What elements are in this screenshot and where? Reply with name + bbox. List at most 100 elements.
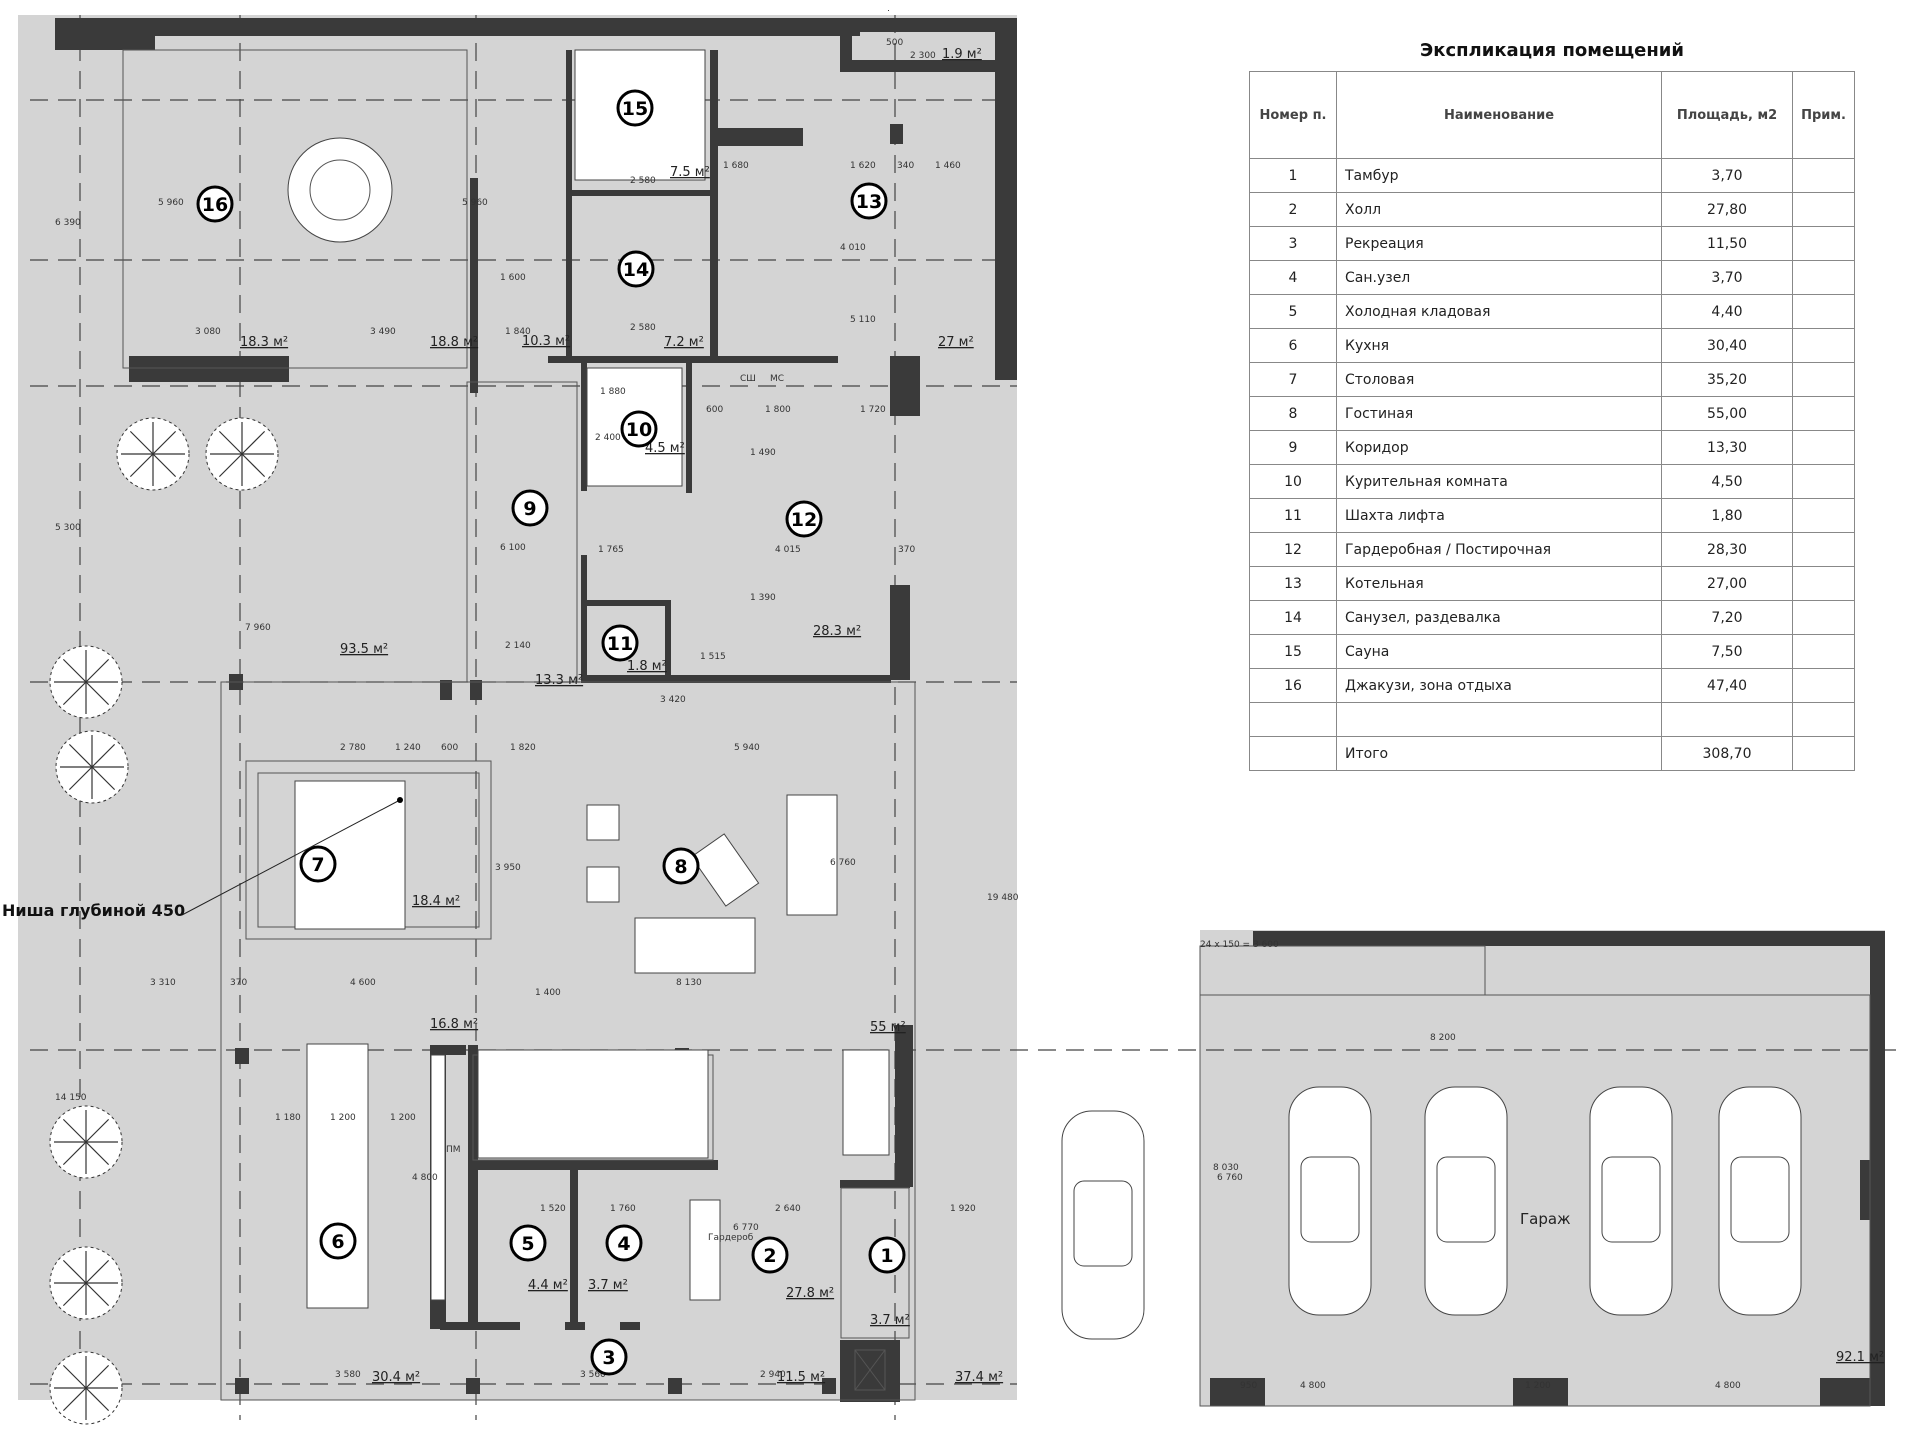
tree-icon [49,1105,123,1179]
car-roof [1436,1156,1496,1243]
dimension-label: ПМ [446,1145,461,1155]
dimension-label: 6 760 [1217,1173,1243,1183]
tree-icon [116,417,190,491]
row-name: Шахта лифта [1336,498,1662,533]
area-label: 11.5 м² [777,1370,825,1385]
room-marker: 3 [590,1338,628,1376]
row-name: Курительная комната [1336,464,1662,499]
dimension-label: 5 940 [734,743,760,753]
row-name: Коридор [1336,430,1662,465]
row-area: 4,40 [1661,294,1793,329]
dimension-label: 1 200 [1525,1381,1551,1391]
area-label: 37.4 м² [955,1370,1003,1385]
row-area: 7,50 [1661,634,1793,669]
area-label: 13.3 м² [535,673,583,688]
dimension-label: 4 800 [1300,1381,1326,1391]
niche-label: Ниша глубиной 450 [2,901,185,920]
row-note [1792,260,1855,295]
row-area: 13,30 [1661,430,1793,465]
table-row: 8 Гостиная 55,00 [1249,396,1855,431]
row-note [1792,430,1855,465]
dimension-label: 600 [441,743,458,753]
row-name: Котельная [1336,566,1662,601]
dimension-label: 8 030 [1213,1163,1239,1173]
room-marker-circle [868,1236,906,1274]
total-area: 308,70 [1661,736,1793,771]
room-marker-circle [785,500,823,538]
room-number: 6 [331,1231,344,1253]
lounger [690,833,760,907]
room-marker-circle [751,1236,789,1274]
area-label: 28.3 м² [813,624,861,639]
room-marker: 7 [299,845,337,883]
total-label: Итого [1336,736,1662,771]
car [1288,1086,1372,1316]
niche-leader-dot [397,797,403,803]
dimension-label: 1 820 [510,743,536,753]
header-area: Площадь, м2 [1661,71,1793,159]
row-number: 2 [1249,192,1337,227]
dimension-label: 4 015 [775,545,801,555]
row-note [1792,396,1855,431]
row-area: 11,50 [1661,226,1793,261]
room-number: 7 [311,854,324,876]
table-row: 16 Джакузи, зона отдыха 47,40 [1249,668,1855,703]
row-name: Столовая [1336,362,1662,397]
area-label: 93.5 м² [340,642,388,657]
area-label: 30.4 м² [372,1370,420,1385]
sofa-right [786,794,838,916]
row-number: 16 [1249,668,1337,703]
table-row: 4 Сан.узел 3,70 [1249,260,1855,295]
area-label: 1.9 м² [942,47,982,62]
dimension-label: 1 680 [723,161,749,171]
dimension-label: 4 800 [1715,1381,1741,1391]
room-marker-circle [601,624,639,662]
table-row: 3 Рекреация 11,50 [1249,226,1855,261]
row-number: 15 [1249,634,1337,669]
dimension-label: 5 960 [462,198,488,208]
kitchen-counter [430,1054,446,1301]
table-row: 10 Курительная комната 4,50 [1249,464,1855,499]
room-marker: 4 [605,1224,643,1262]
table-row: 11 Шахта лифта 1,80 [1249,498,1855,533]
dimension-label: 2 400 [595,433,621,443]
room-marker-circle [319,1222,357,1260]
row-number: 9 [1249,430,1337,465]
row-number: 5 [1249,294,1337,329]
dimension-label: Гардероб [708,1233,754,1243]
row-name: Холл [1336,192,1662,227]
room-number: 2 [763,1245,776,1267]
dimension-label: 1 400 [535,988,561,998]
row-area: 7,20 [1661,600,1793,635]
table-header-row: Номер п. Наименование Площадь, м2 Прим. [1249,71,1855,159]
header-note: Прим. [1792,71,1855,159]
row-note [1792,498,1855,533]
dimension-label: 2 580 [630,323,656,333]
tree-icon [49,645,123,719]
area-label: 92.1 м² [1836,1350,1884,1365]
room-marker: 2 [751,1236,789,1274]
explication-table: Экспликация помещений Номер п. Наименова… [1249,40,1855,771]
row-name: Сан.узел [1336,260,1662,295]
table-row: 14 Санузел, раздевалка 7,20 [1249,600,1855,635]
row-name: Санузел, раздевалка [1336,600,1662,635]
room-marker-circle [616,89,654,127]
room-marker-circle [509,1224,547,1262]
room-marker: 16 [196,185,234,223]
room-number: 11 [607,633,633,655]
dimension-label: 2 580 [630,176,656,186]
armchair [586,804,620,841]
row-number: 10 [1249,464,1337,499]
dimension-label: СШ [740,374,756,384]
dimension-label: 500 [886,38,903,48]
row-note [1792,328,1855,363]
row-number: 13 [1249,566,1337,601]
dimension-label: 7 960 [245,623,271,633]
tree-icon [205,417,279,491]
table-row: 9 Коридор 13,30 [1249,430,1855,465]
header-name: Наименование [1336,71,1662,159]
dimension-label: 1 760 [610,1204,636,1214]
row-area: 55,00 [1661,396,1793,431]
dimension-label: 1 200 [330,1113,356,1123]
row-number: 6 [1249,328,1337,363]
